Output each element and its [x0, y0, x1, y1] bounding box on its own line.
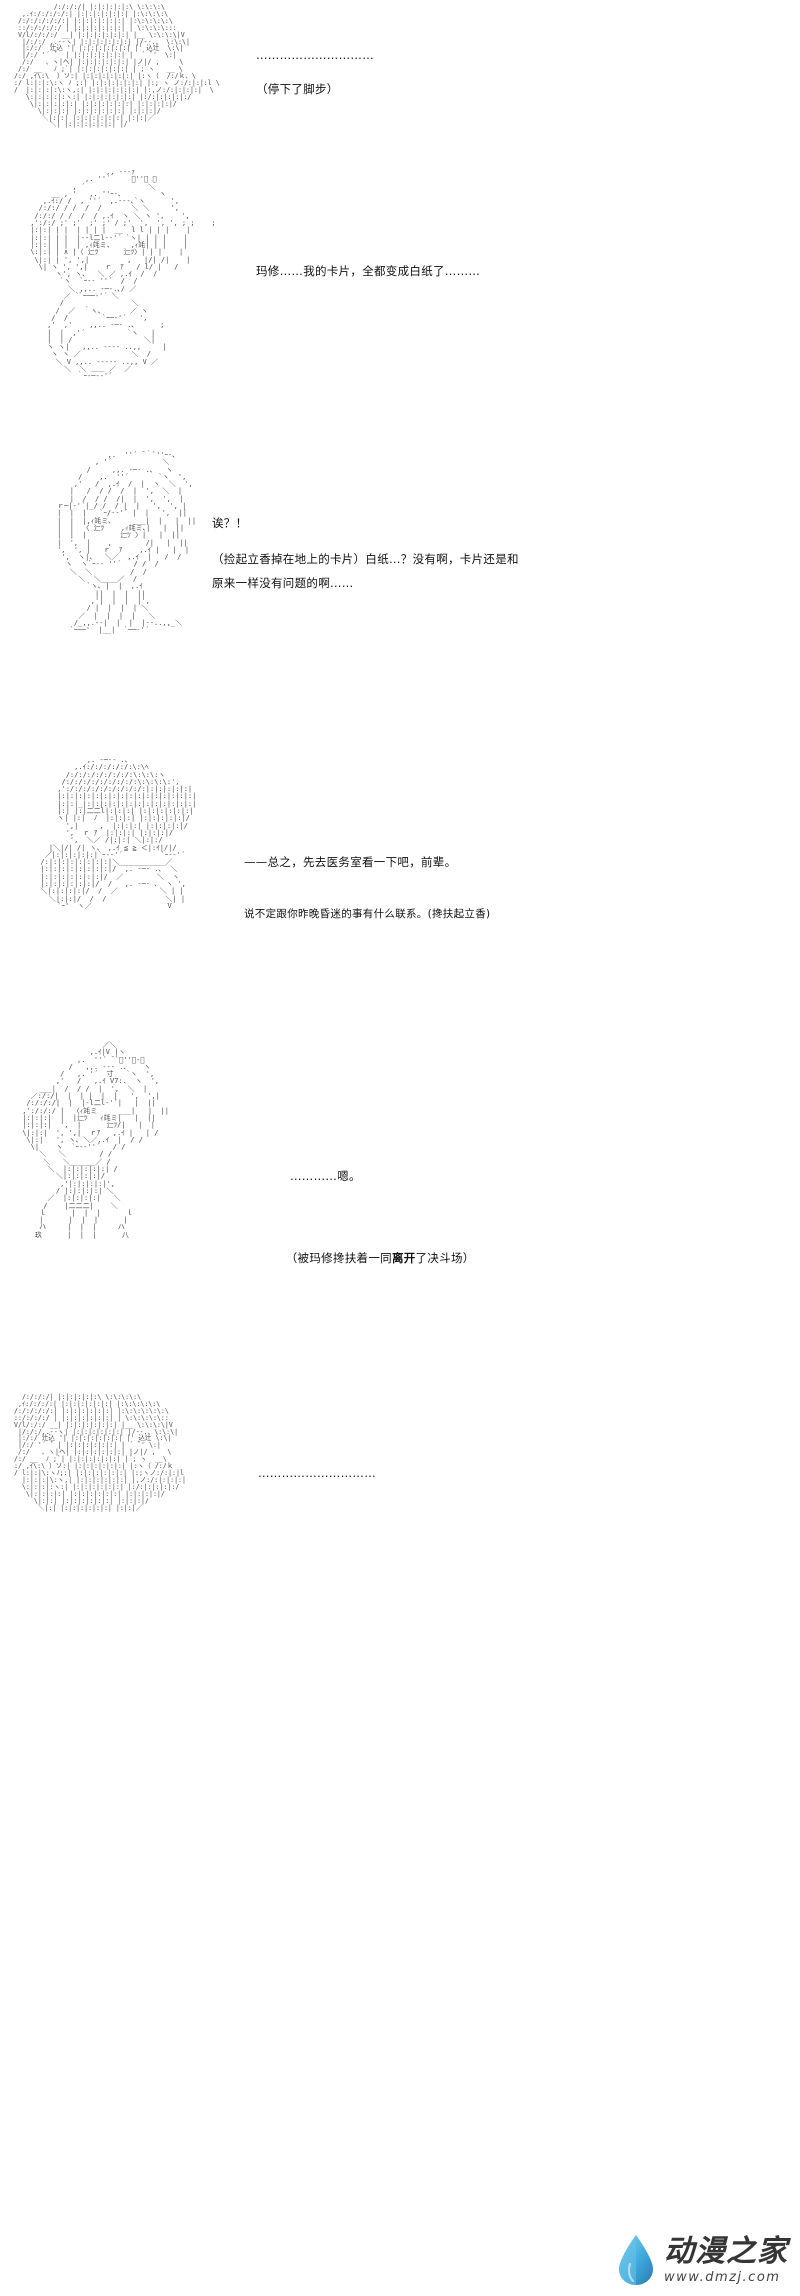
dialogue-line: （捡起立香掉在地上的卡片）白纸…？没有啊，卡片还是和 — [212, 552, 519, 566]
dialogue-line: 原来一样没有问题的啊…… — [212, 576, 354, 590]
watermark-brand: 动漫之家 — [664, 2233, 788, 2269]
dialogue-segment: 了决斗场） — [415, 1251, 475, 1265]
watermark-url: www.dmzj.com — [664, 2269, 781, 2285]
dialogue-segment: （被玛修搀扶着一同 — [285, 1251, 392, 1265]
watermark-text: 动漫之家 www.dmzj.com — [664, 2233, 788, 2285]
dmzj-watermark: 动漫之家 www.dmzj.com — [616, 2234, 788, 2286]
ascii-art-figure-mash-full-body: ,. -─‐- .､ ,.ｲ:/:/:/:/:/:\:\ﾍ /:/:/:/:/:… — [40, 756, 197, 910]
dialogue-line: 玛修……我的卡片，全都变成白纸了……… — [256, 264, 481, 278]
panel-closing-crowd: /:/:/:/| |:|:|:|:|:\ \:\:\:\:\ ,ｲ:/:/:/:… — [0, 1390, 800, 1570]
ascii-art-figure-ritsuka-shocked: ,, -‐-ｧ ,. ''´ ﾞ''ｰ 、 , ´ ＼ __ , ' ,. ''… — [30, 168, 216, 381]
panel-mash-picks-up-cards: ,. ''´ ̄ ｀ﾞ''ｰ-､ , '´ ＼ / ,,. -─- .､ ヽ /… — [0, 450, 800, 740]
panel-ritsuka-blank-cards: ,, -‐-ｧ ,. ''´ ﾞ''ｰ 、 , ´ ＼ __ , ' ,. ''… — [0, 165, 800, 415]
dialogue-line: ………………………… — [258, 1466, 376, 1480]
dialogue-line-bold-mixed: （被玛修搀扶着一同离开了决斗场） — [262, 1225, 712, 1291]
water-drop-icon — [619, 2235, 653, 2285]
dialogue-line: …………嗯。 — [290, 1169, 361, 1183]
dialogue-line: （停下了脚步） — [256, 82, 339, 96]
ascii-art-figure-ritsuka-helped: ／＼ ,.ｲ|V |ヽ ,. ''´ ̄ `ﾞ''ｰ-､ / ,,. -‐- .… — [22, 1041, 169, 1239]
ascii-art-figure-mash-kyrielight: ,. ''´ ̄ ｀ﾞ''ｰ-､ , '´ ＼ / ,,. -─- .､ ヽ /… — [57, 451, 197, 635]
ascii-art-figure-crowd-scene: /:/:/:/| |:|:|:|:|:\ \:\:\:\ ,.ｲ:/:/:/:/… — [14, 3, 220, 129]
panel-ritsuka-leaves-arena: ／＼ ,.ｲ|V |ヽ ,. ''´ ̄ `ﾞ''ｰ-､ / ,,. -‐- .… — [0, 1040, 800, 1370]
dialogue-line: ………………………… — [256, 48, 374, 62]
dialogue-line: ——总之，先去医务室看一下吧，前辈。 — [244, 855, 457, 869]
panel-ritsuka-stops: /:/:/:/| |:|:|:|:|:\ \:\:\:\ ,.ｲ:/:/:/:/… — [0, 0, 800, 150]
panel-mash-helps-up: ,. -─‐- .､ ,.ｲ:/:/:/:/:/:\:\ﾍ /:/:/:/:/:… — [0, 755, 800, 1035]
dialogue-segment-bold: 离开 — [391, 1251, 416, 1265]
ascii-art-figure-closing-scene: /:/:/:/| |:|:|:|:|:\ \:\:\:\:\ ,ｲ:/:/:/:… — [14, 1393, 186, 1512]
dialogue-line: 说不定跟你昨晚昏迷的事有什么联系。(搀扶起立香) — [244, 908, 491, 920]
dialogue-line: 诶？！ — [212, 516, 248, 530]
